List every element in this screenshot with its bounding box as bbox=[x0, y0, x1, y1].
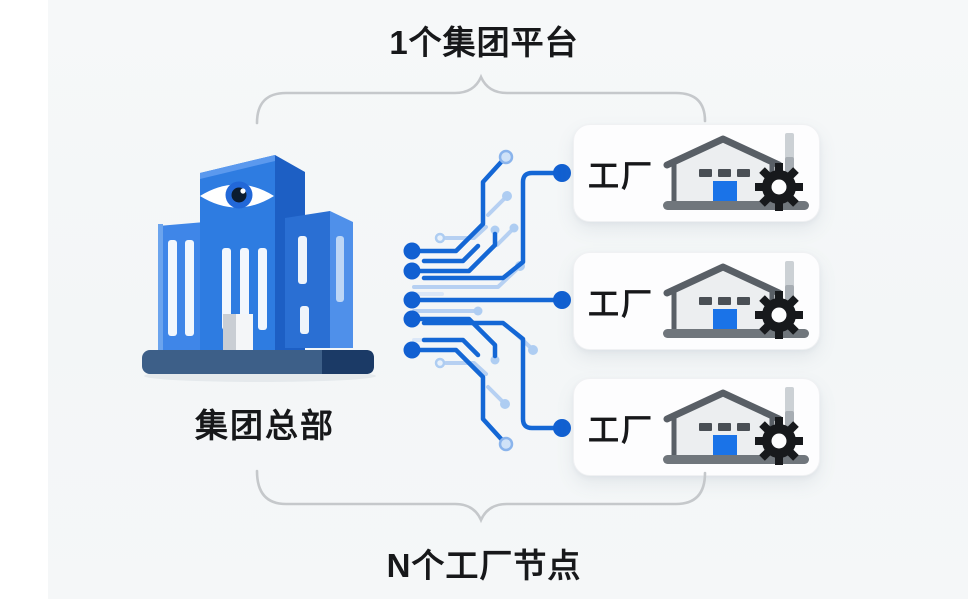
ground-bar bbox=[663, 455, 809, 464]
trace-tip-ring-top bbox=[498, 149, 514, 165]
factory-windows bbox=[699, 423, 750, 431]
circuit-traces bbox=[403, 149, 571, 452]
eye-icon bbox=[200, 181, 274, 209]
factory-label: 工厂 bbox=[588, 286, 654, 322]
left-white-strip bbox=[0, 0, 48, 599]
factory-icon bbox=[663, 133, 809, 211]
factory-card-2: 工厂 bbox=[573, 252, 820, 350]
factory-roof bbox=[663, 135, 783, 169]
hq-label: 集团总部 bbox=[195, 407, 335, 444]
ground-bar bbox=[663, 201, 809, 210]
base-platform bbox=[142, 350, 374, 374]
trace-tip-ring-bottom bbox=[498, 436, 514, 452]
factory-icon bbox=[663, 261, 809, 339]
factory-roof bbox=[663, 263, 783, 297]
factory-icon bbox=[663, 387, 809, 465]
trace-nodes bbox=[403, 164, 571, 437]
gear-icon bbox=[755, 291, 803, 339]
gear-icon bbox=[755, 417, 803, 465]
main-traces bbox=[409, 157, 565, 444]
light-nodes bbox=[434, 191, 538, 409]
factory-windows bbox=[699, 297, 750, 305]
factory-label: 工厂 bbox=[588, 158, 654, 194]
top-brace bbox=[255, 73, 707, 125]
factory-label: 工厂 bbox=[588, 412, 654, 448]
hq-building-icon bbox=[142, 155, 376, 382]
factory-card-1: 工厂 bbox=[573, 124, 820, 222]
bottom-title: N个工厂节点 bbox=[386, 547, 582, 584]
right-tower bbox=[285, 211, 353, 348]
factory-roof bbox=[663, 389, 783, 423]
factory-windows bbox=[699, 169, 750, 177]
ground-bar bbox=[663, 329, 809, 338]
light-traces bbox=[412, 196, 532, 403]
bottom-brace bbox=[255, 469, 707, 524]
top-title: 1个集团平台 bbox=[389, 24, 579, 61]
entrance-door bbox=[223, 314, 253, 352]
gear-icon bbox=[755, 163, 803, 211]
factory-card-3: 工厂 bbox=[573, 378, 820, 476]
left-tower bbox=[158, 222, 205, 352]
